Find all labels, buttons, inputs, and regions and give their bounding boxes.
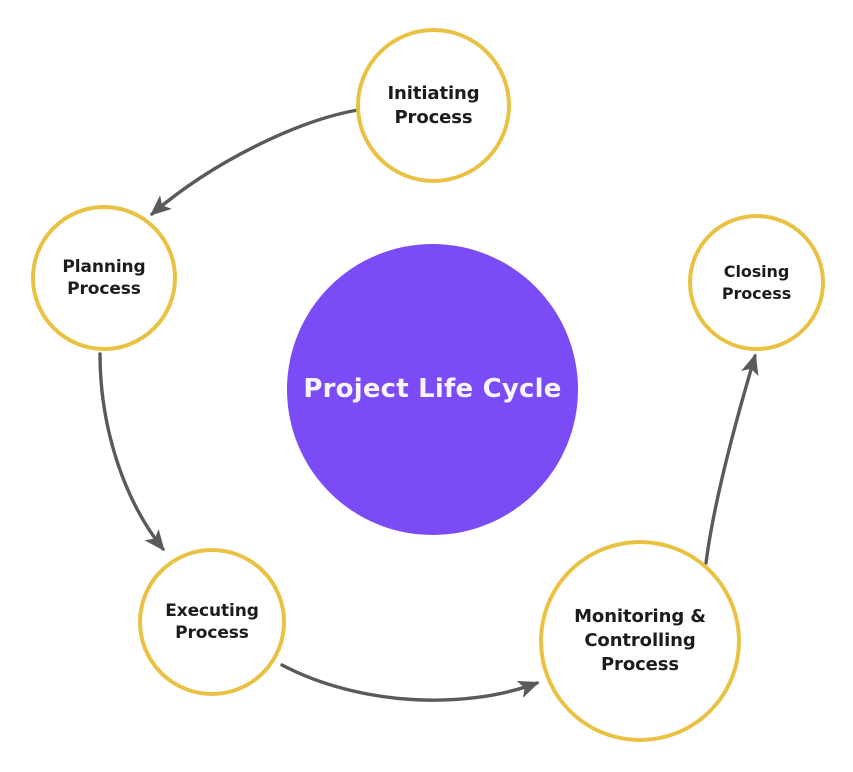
node-initiating-process[interactable]: Initiating Process — [356, 28, 511, 183]
connector-initiating-to-planning — [149, 108, 360, 216]
center-circle-label: Project Life Cycle — [303, 373, 562, 404]
node-monitoring-and-controlling-process-label: Monitoring & Controlling Process — [574, 606, 706, 675]
node-planning-process[interactable]: Planning Process — [31, 205, 177, 351]
node-initiating-process-label: Initiating Process — [387, 82, 480, 128]
center-circle-project-life-cycle: Project Life Cycle — [287, 244, 578, 535]
connector-monitoring-to-closing — [704, 353, 759, 565]
node-closing-process[interactable]: Closing Process — [688, 214, 825, 351]
connector-executing-to-monitoring — [280, 663, 540, 702]
connector-planning-to-executing — [98, 352, 165, 552]
node-planning-process-label: Planning Process — [62, 256, 146, 299]
node-monitoring-and-controlling-process[interactable]: Monitoring & Controlling Process — [539, 540, 741, 742]
node-executing-process-label: Executing Process — [165, 600, 259, 643]
node-closing-process-label: Closing Process — [721, 262, 792, 303]
node-executing-process[interactable]: Executing Process — [138, 548, 286, 696]
